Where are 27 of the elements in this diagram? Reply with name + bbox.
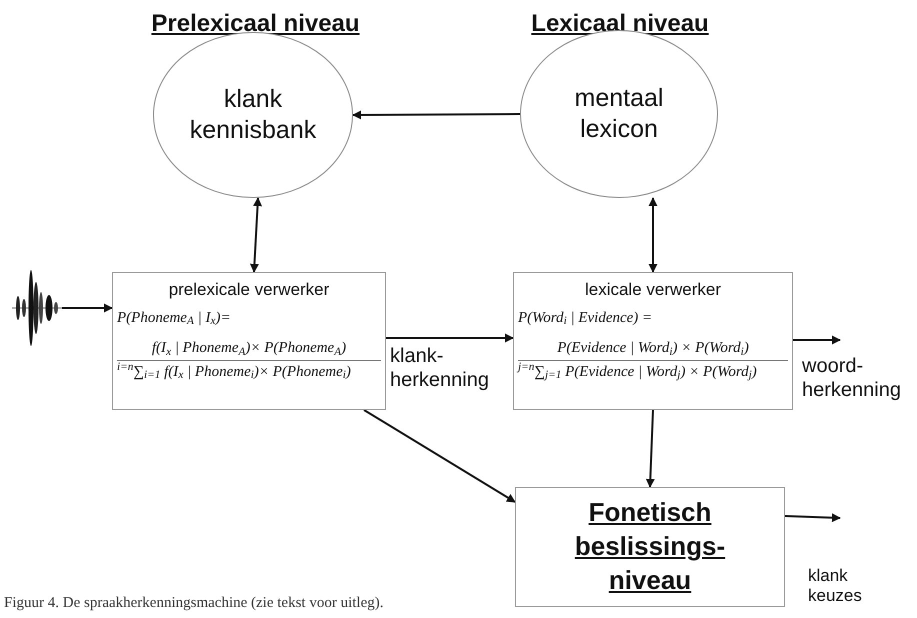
node-text: klank kennisbank [188, 84, 318, 146]
waveform-drawing [12, 268, 62, 348]
fraction-denominator: $^{i=n}$∑$_{i=1}$ f(I$_{x}$ | Phoneme$_{i}$)× P(Phoneme$_{i}$) [117, 360, 351, 383]
arrow [648, 197, 658, 273]
arrow [793, 336, 841, 344]
fraction-numerator: P(Evidence | Word$_{i}$) × P(Word$_{i}$) [518, 337, 788, 360]
box-title: prelexicale verwerker [168, 279, 330, 301]
arrow [646, 410, 655, 488]
arrow [784, 513, 841, 522]
formula-line: P(Word$_{i}$ | Evidence) = [518, 308, 652, 329]
formula-line: P(Phoneme$_{A}$ | I$_{x}$)= [117, 308, 231, 329]
fraction-denominator: $^{j=n}$∑$_{j=1}$ P(Evidence | Word$_{j}$) × P(Word$_{j}$) [518, 360, 757, 383]
level-heading: Lexicaal niveau [530, 9, 710, 39]
figure-caption: Figuur 4. De spraakherkenningsmachine (zie tekst voor uitleg). [4, 594, 384, 613]
fraction-numerator: f(I$_{x}$ | Phoneme$_{A}$)× P(Phoneme$_{A}$) [117, 337, 381, 360]
arrow [386, 334, 514, 342]
box-title: Fonetisch beslissings-niveau [574, 496, 726, 597]
node-text: mentaal lexicon [574, 82, 664, 145]
processor-box [112, 272, 386, 410]
processor-box [513, 272, 793, 410]
box-title: lexicale verwerker [584, 279, 722, 301]
arrow [352, 110, 520, 120]
arrow [363, 409, 516, 503]
decision-box [515, 487, 785, 607]
level-heading: Prelexicaal niveau [150, 9, 361, 39]
arrow [250, 197, 262, 273]
arrow [62, 304, 113, 312]
